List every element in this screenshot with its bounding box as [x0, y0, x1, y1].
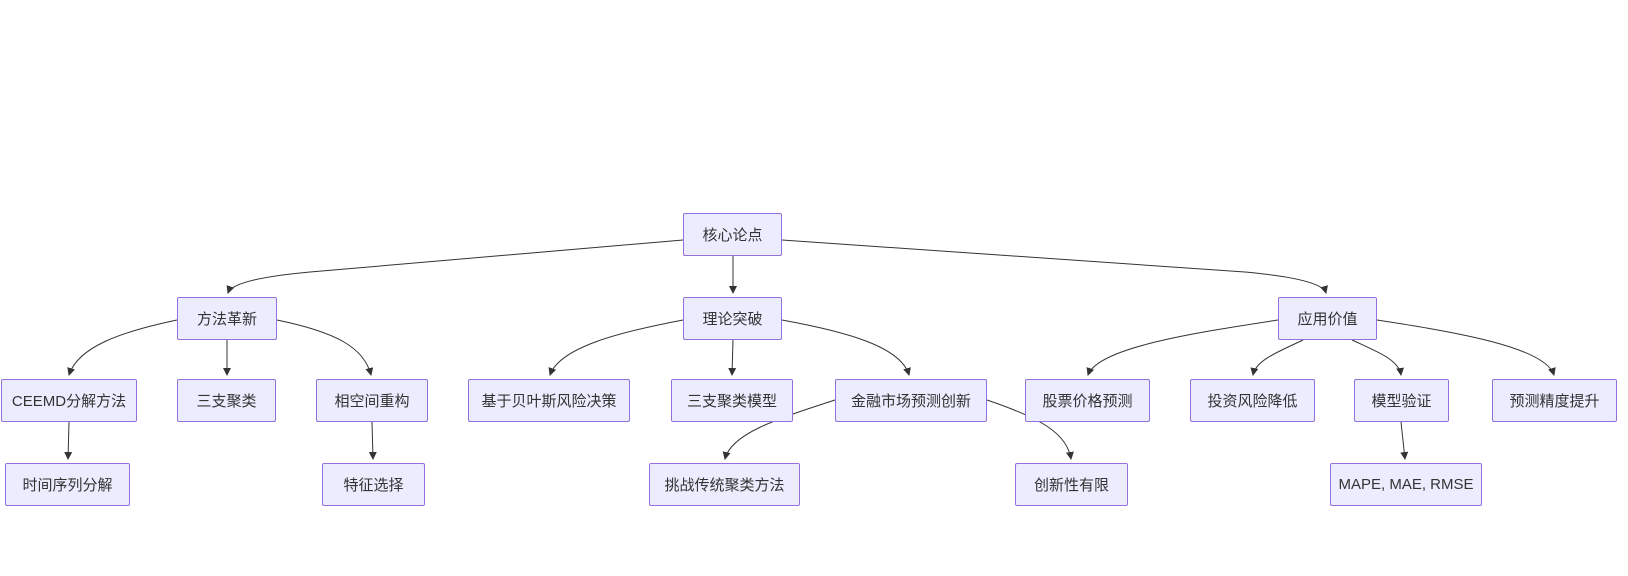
edge-theory-to-bayes — [548, 319, 684, 376]
edge-application-to-validation — [1351, 339, 1405, 376]
node-risk: 投资风险降低 — [1190, 379, 1315, 422]
node-phase-space: 相空间重构 — [316, 379, 428, 422]
node-three-way-model: 三支聚类模型 — [671, 379, 793, 422]
node-feature: 特征选择 — [322, 463, 425, 506]
edge-theory-to-finance — [781, 319, 911, 376]
edge-validation-to-metrics — [1400, 421, 1409, 460]
node-ts-decomp: 时间序列分解 — [5, 463, 130, 506]
node-metrics: MAPE, MAE, RMSE — [1330, 463, 1482, 506]
node-root: 核心论点 — [683, 213, 782, 256]
edge-root-to-method — [226, 239, 684, 294]
edge-method-to-phase-space — [276, 319, 374, 376]
node-method: 方法革新 — [177, 297, 277, 340]
node-challenge: 挑战传统聚类方法 — [649, 463, 800, 506]
edge-application-to-accuracy — [1376, 319, 1556, 376]
node-theory: 理论突破 — [683, 297, 782, 340]
edge-ceemd-to-ts-decomp — [64, 421, 73, 460]
node-three-way: 三支聚类 — [177, 379, 276, 422]
node-validation: 模型验证 — [1354, 379, 1449, 422]
node-stock: 股票价格预测 — [1025, 379, 1150, 422]
edge-theory-to-three-way-model — [728, 339, 737, 376]
edge-phase-space-to-feature — [368, 421, 377, 460]
edge-method-to-ceemd — [67, 319, 178, 376]
node-application: 应用价值 — [1278, 297, 1377, 340]
edge-application-to-stock — [1086, 319, 1279, 376]
edge-root-to-application — [781, 239, 1328, 294]
node-accuracy: 预测精度提升 — [1492, 379, 1617, 422]
node-novelty: 创新性有限 — [1015, 463, 1128, 506]
node-finance: 金融市场预测创新 — [835, 379, 987, 422]
node-bayes: 基于贝叶斯风险决策 — [468, 379, 630, 422]
edge-application-to-risk — [1250, 339, 1304, 376]
node-ceemd: CEEMD分解方法 — [1, 379, 137, 422]
